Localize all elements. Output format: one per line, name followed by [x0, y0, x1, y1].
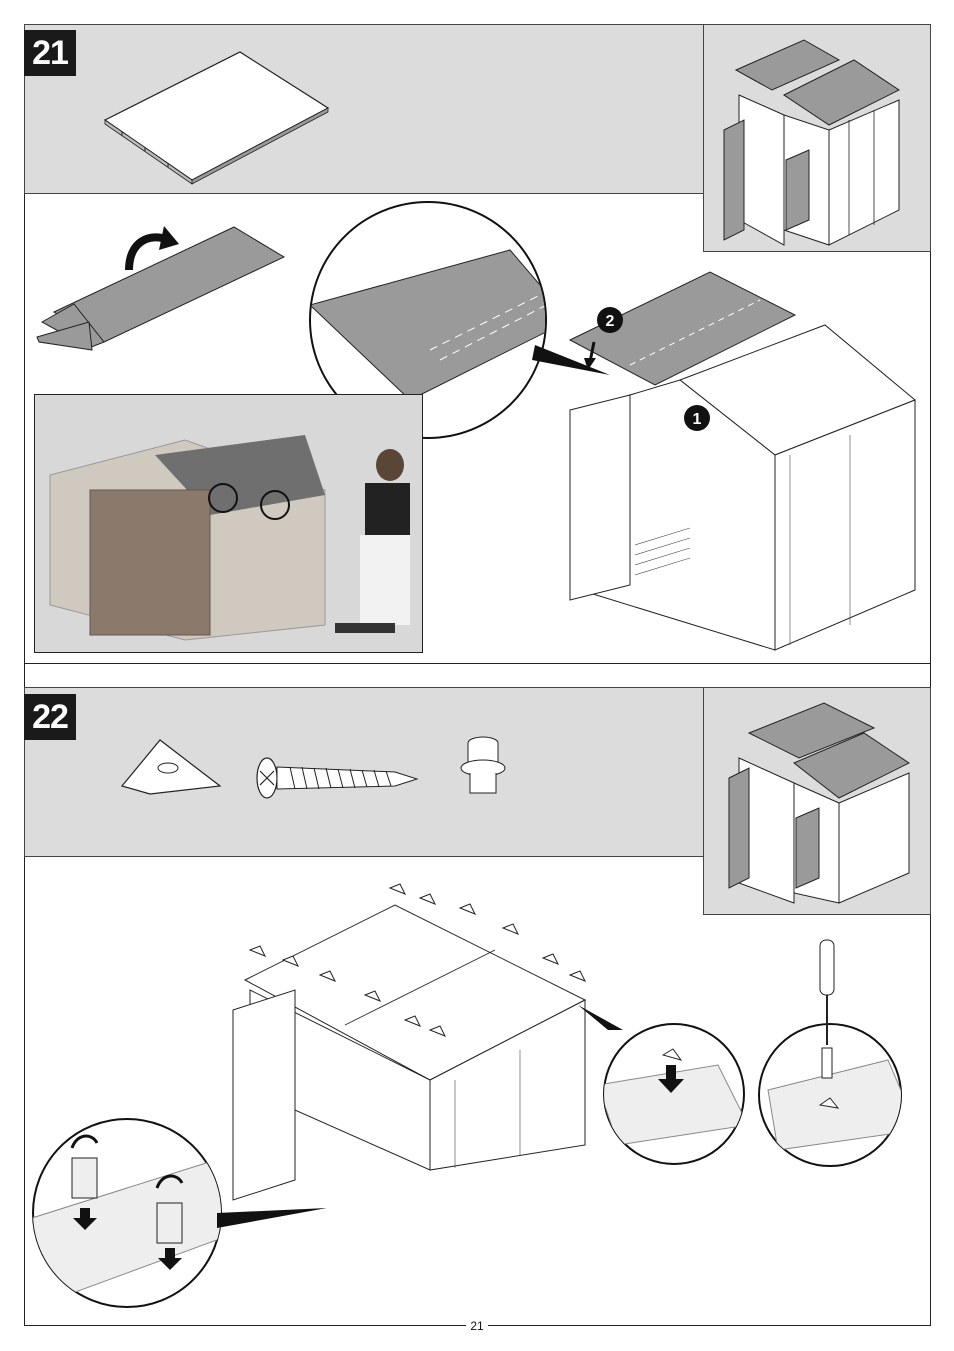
- shed-thumbnail-illustration: [724, 40, 914, 240]
- plug-icon: [458, 733, 518, 803]
- screwdriver-detail-magnifier: [758, 940, 928, 1170]
- flip-panel-illustration: [34, 222, 294, 357]
- shed-roof-install-illustration: 2 1: [560, 270, 930, 660]
- step-21-badge: 21: [24, 30, 76, 76]
- svg-text:2: 2: [606, 313, 615, 330]
- step-21-thumbnail: [703, 24, 931, 252]
- svg-text:1: 1: [693, 411, 702, 428]
- step-divider: [24, 663, 931, 664]
- page-number: 21: [0, 1319, 954, 1333]
- roof-panel-part-illustration: [100, 50, 340, 185]
- screwdriver-icon: [820, 940, 834, 1078]
- plug-detail-magnifier: [32, 1118, 342, 1318]
- triangle-cap-icon: [120, 738, 230, 798]
- callout-1-badge: 1: [684, 405, 710, 431]
- shed-thumbnail-illustration-22: [724, 703, 914, 903]
- callout-2-badge: 2: [597, 307, 623, 333]
- assembly-photo: [34, 394, 423, 653]
- screw-icon: [255, 755, 425, 805]
- photo-illustration: [35, 395, 423, 653]
- cap-detail-magnifier: [578, 1005, 748, 1165]
- step-22-badge: 22: [24, 694, 76, 740]
- step-22-thumbnail: [703, 687, 931, 915]
